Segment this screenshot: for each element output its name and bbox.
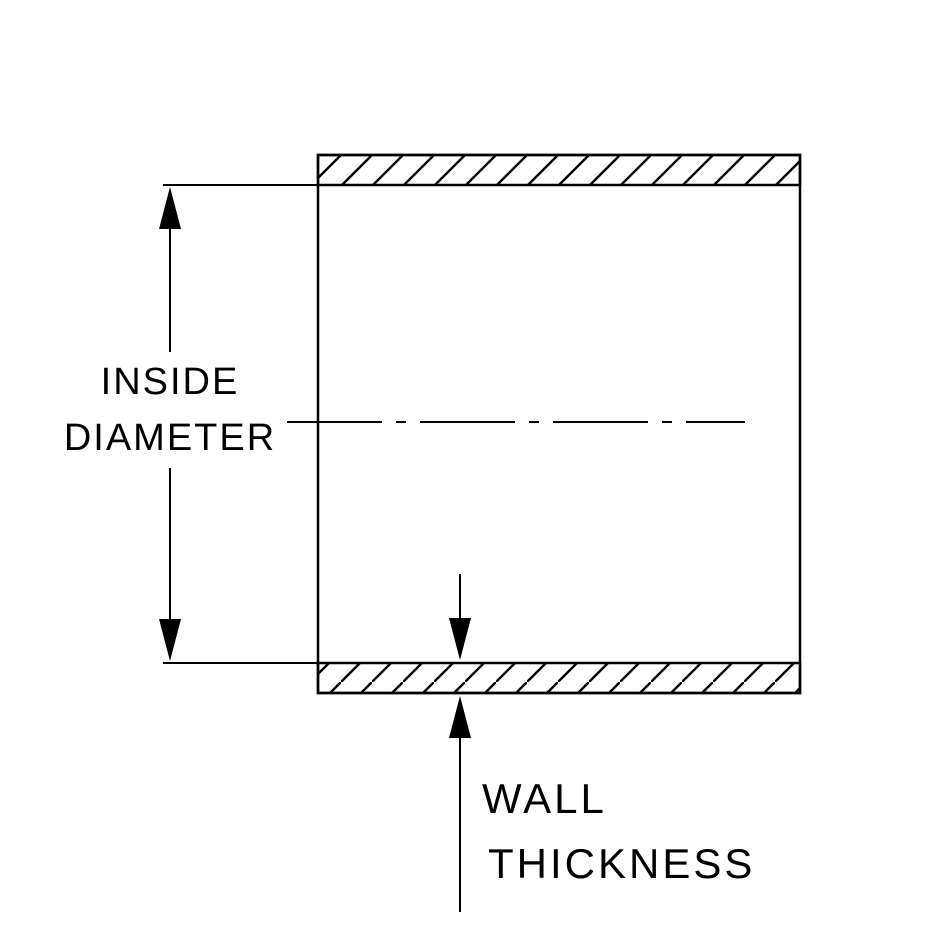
top-wall-hatch — [316, 153, 802, 187]
wall-thickness-label-line2: THICKNESS — [488, 840, 755, 887]
inside-diameter-label-line1: INSIDE — [101, 361, 240, 403]
bottom-wall-hatch — [316, 661, 802, 695]
wall-arrowhead-down-icon — [449, 618, 471, 660]
coupler-outline — [316, 153, 802, 695]
wall-thickness-label-line1: WALL — [482, 775, 607, 822]
arrowhead-down-icon — [159, 619, 181, 661]
arrowhead-up-icon — [159, 187, 181, 229]
wall-arrowhead-up-icon — [449, 696, 471, 738]
inside-diameter-label-line2: DIAMETER — [64, 417, 276, 459]
